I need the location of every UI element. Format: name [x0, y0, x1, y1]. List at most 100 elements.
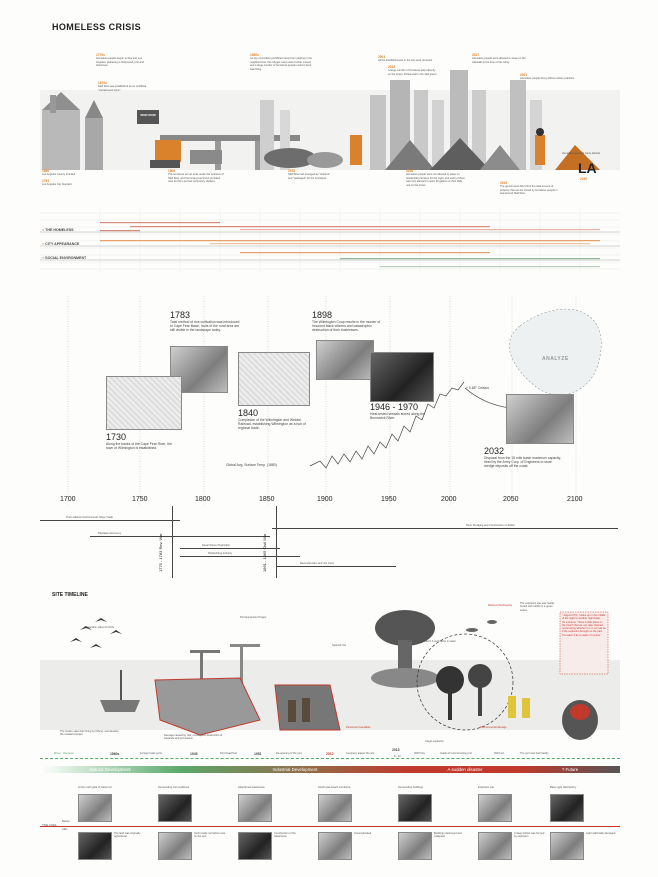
row-label: TIME LINES [42, 824, 57, 827]
site-timeline: SITE TIMELINE [40, 592, 620, 782]
photo-1783-landscape [170, 346, 228, 393]
photo-comparison: TIME LINES Before After At the north gat… [40, 786, 620, 872]
bar-reconstruction-line [276, 566, 396, 567]
photo-col-4: South east beach conditions Uncomplicate… [318, 786, 388, 870]
date-2016: 2016 Ad. [494, 752, 505, 755]
caption-chemical: Chemical explosion! It can't swim in wat… [408, 640, 456, 643]
era-disaster: A sudden disaster [410, 766, 520, 773]
photo-col-3: Abandoned warehouse Construction of the … [238, 786, 308, 870]
axis-year-2050: 2050 [503, 496, 519, 503]
date-8-12: 8 - 12 [394, 755, 401, 758]
photo-after-3 [238, 832, 272, 860]
war-rev-line [172, 506, 173, 578]
axis-year-1750: 1750 [132, 496, 148, 503]
axis-year-1900: 1900 [317, 496, 333, 503]
date-1945: 1945 [190, 752, 198, 756]
category-homeless: ● THE HOMELESS [42, 228, 74, 232]
bar-shipbuilding: Shipbuilding Industry [206, 552, 235, 556]
photo-before-1 [78, 794, 112, 822]
bar-plantation-line [90, 536, 270, 537]
photo-before-7 [550, 794, 584, 822]
caption-cargo-explosion: Cargo explosion [425, 740, 444, 743]
photo-before-5 [398, 794, 432, 822]
bar-plantation: Plantation Economy [96, 532, 124, 536]
date-1860s: 1860s [110, 752, 120, 756]
caption-war-damage: Damage caused by war, consequent destruc… [164, 734, 223, 741]
photo-1898-town [316, 340, 374, 380]
caption-casualties: Personnel Casualties [346, 726, 371, 729]
event-2030-year: 2030 [580, 177, 588, 181]
axis-year-2000: 2000 [441, 496, 457, 503]
bar-naval-stores-line [180, 548, 280, 549]
event-1840: 1840 Completion of the Wilmington and We… [238, 408, 306, 431]
event-2032: 2032 Disposal from the 15 mile basin max… [484, 446, 562, 469]
timeline-guides [67, 296, 602, 506]
category-grid: ● THE HOMELESS ● CITY APPEARANCE ● SOCIA… [40, 208, 620, 288]
photo-1946-ships [370, 352, 434, 402]
date-row [40, 758, 620, 759]
temp-value: + 0.68° Celsius [466, 386, 489, 390]
survivor-quote: " August 27th, I woke up in the middle o… [562, 614, 606, 637]
bar-dredging: River Dredging and Construction of Jetti… [464, 524, 517, 528]
right-note: Homelessness and rising attitude [562, 152, 601, 155]
era-industrial: Industrial Development [180, 766, 410, 773]
label-before: Before [62, 820, 70, 823]
date-1951: 1951 [254, 752, 262, 756]
axis-year-1800: 1800 [195, 496, 211, 503]
caption-spanish-sur: Spanish Sur [332, 644, 347, 647]
date-port-built: The port was built hastily [520, 752, 549, 755]
bar-reconstruction: Reconstruction and Jim Crow [298, 562, 336, 566]
photo-1730-map [106, 376, 182, 430]
war-civil-line [276, 506, 277, 578]
photo-col-2: Surrounding soil conditions Such inside … [158, 786, 228, 870]
photo-col-1: At the north gate of Gates Inn The land … [78, 786, 148, 870]
historical-timeline: 1783 Total method of rice cultivation wa… [40, 296, 620, 586]
era-future: ? Future [520, 766, 620, 773]
page-title: HOMELESS CRISIS [52, 22, 142, 32]
axis-year-2100: 2100 [567, 496, 583, 503]
la-logo: LA [578, 160, 597, 176]
skid-row-sign: SKID ROW [140, 113, 156, 117]
site-timeline-title: SITE TIMELINE [52, 592, 88, 598]
event-1730: 1730 Along the banks of the Cape Fear Ri… [106, 432, 172, 451]
bar-naval-stores: Naval Stores Production [200, 544, 232, 548]
date-mines: Mines - Dangeon [54, 752, 74, 755]
photo-1840-railroad-map [238, 352, 310, 406]
analyze-label: ANALYZE [542, 356, 569, 362]
category-gridlines [40, 208, 620, 273]
era-natural: Natural Development [40, 766, 180, 773]
photo-after-5 [398, 832, 432, 860]
bar-slave-trade-line [40, 520, 180, 521]
caption-explosion-site: The explosion site was hastily buried wi… [520, 602, 555, 612]
photo-col-5: Surrounding buildings Buildings destroye… [398, 786, 468, 870]
category-social-environment: ● SOCIAL ENVIRONMENT [42, 256, 87, 260]
photo-after-4 [318, 832, 352, 860]
caption-env-damage: Environmental damage [480, 726, 507, 729]
site-collage-illustration [40, 610, 620, 740]
photo-col-6: Explosion site A deep hollow was formed … [478, 786, 548, 870]
date-2012: 2012 [326, 752, 334, 756]
divider-red [40, 826, 620, 827]
label-after: After [62, 828, 68, 831]
date-reopening: Re-opening of the port [276, 752, 302, 755]
caption-fishing: The locals make their living by fishing,… [60, 730, 119, 737]
photo-2032-dredge-ship [506, 394, 574, 444]
bar-dredging-line [272, 528, 618, 529]
photo-before-3 [238, 794, 272, 822]
caption-biodiversity: Reduced biodiversity [488, 604, 513, 607]
photo-before-6 [478, 794, 512, 822]
caption-birds: A migration place for birds [84, 626, 114, 629]
axis-year-1950: 1950 [381, 496, 397, 503]
category-city-appearance: ● CITY APPEARANCE [42, 242, 80, 246]
date-dead-port: Port Dead Port [220, 752, 238, 755]
